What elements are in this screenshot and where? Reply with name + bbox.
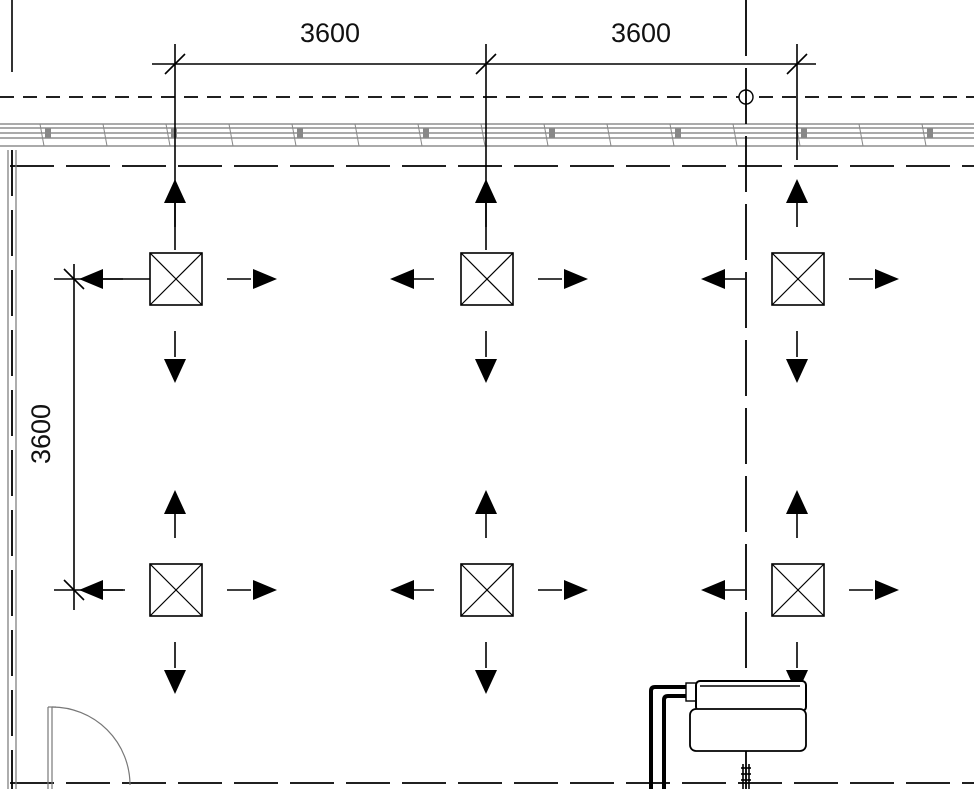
diffuser-grid: [79, 179, 899, 694]
diffuser-box-icon: [149, 252, 203, 306]
fan-coil-unit: [649, 680, 807, 789]
ceiling-diffuser: [390, 490, 588, 694]
airflow-arrow-left-icon: [701, 580, 745, 600]
diffuser-box-icon: [149, 563, 203, 617]
airflow-arrow-left-icon: [79, 580, 123, 600]
diffuser-box-icon: [771, 252, 825, 306]
airflow-arrow-up-icon: [786, 490, 808, 538]
airflow-arrow-up-icon: [164, 490, 186, 538]
airflow-arrow-left-icon: [701, 269, 745, 289]
airflow-arrow-down-icon: [164, 331, 186, 383]
ceiling-diffuser: [79, 490, 277, 694]
airflow-arrow-right-icon: [227, 269, 277, 289]
diffuser-box-icon: [771, 563, 825, 617]
left-wall: [7, 150, 17, 789]
dimension-label-top-right: 3600: [611, 18, 671, 48]
airflow-arrow-left-icon: [79, 269, 123, 289]
airflow-arrow-left-icon: [390, 580, 434, 600]
airflow-arrow-up-icon: [786, 179, 808, 227]
airflow-arrow-down-icon: [164, 642, 186, 694]
ceiling-diffuser: [390, 179, 588, 383]
airflow-arrow-down-icon: [475, 642, 497, 694]
airflow-arrow-left-icon: [390, 269, 434, 289]
airflow-arrow-up-icon: [164, 179, 186, 227]
airflow-arrow-right-icon: [538, 269, 588, 289]
top-dimension: [152, 44, 816, 250]
dimension-label-top-left: 3600: [300, 18, 360, 48]
top-wall: [0, 123, 974, 147]
top-grid-line: [0, 89, 974, 105]
airflow-arrow-right-icon: [538, 580, 588, 600]
airflow-arrow-right-icon: [849, 580, 899, 600]
airflow-arrow-up-icon: [475, 490, 497, 538]
airflow-arrow-down-icon: [786, 331, 808, 383]
airflow-arrow-down-icon: [475, 331, 497, 383]
airflow-arrow-right-icon: [849, 269, 899, 289]
door: [47, 706, 131, 789]
dimension-label-left: 3600: [26, 404, 56, 464]
airflow-arrow-right-icon: [227, 580, 277, 600]
ceiling-diffuser: [79, 179, 277, 383]
ceiling-diffuser: [701, 490, 899, 694]
diffuser-box-icon: [460, 563, 514, 617]
ceiling-diffuser: [701, 179, 899, 383]
left-dimension: [54, 264, 150, 610]
diffuser-box-icon: [460, 252, 514, 306]
airflow-arrow-up-icon: [475, 179, 497, 227]
